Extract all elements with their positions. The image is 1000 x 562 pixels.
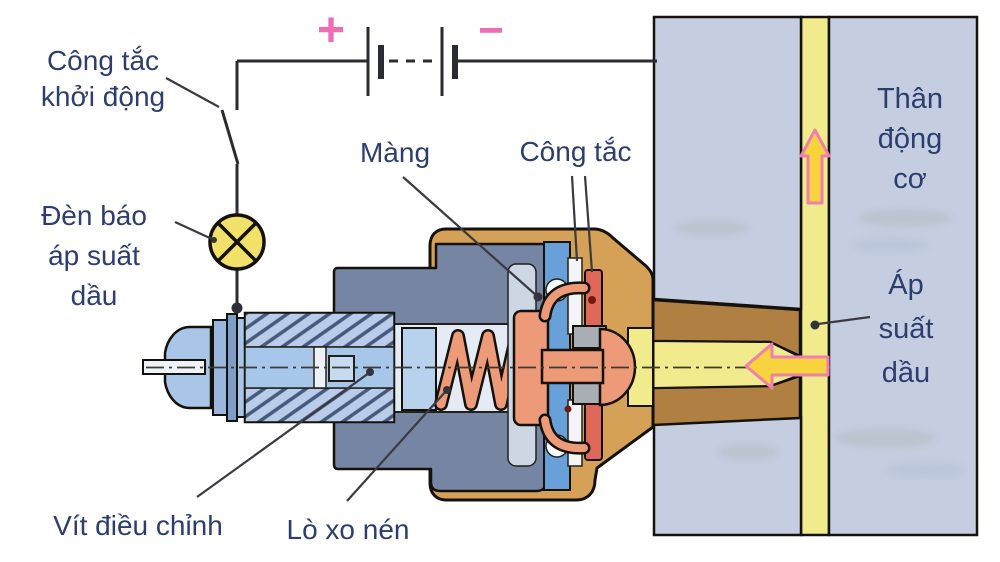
label-compression-spring: Lò xo nén [286, 514, 410, 545]
label-oil-pressure-lamp: Đèn báo áp suất dầu [41, 200, 147, 311]
leader-spring [346, 390, 447, 502]
contact-point-top [588, 296, 596, 304]
engine-block-lower-left [652, 415, 803, 537]
label-start-switch: Công tắc khởi động [40, 45, 166, 112]
start-switch-blade [220, 109, 240, 165]
engine-block-right [827, 15, 979, 537]
contact-rod [540, 348, 605, 385]
compression-spring [434, 329, 523, 411]
leader-switch-1 [570, 175, 579, 262]
battery-positive-label: + [317, 4, 345, 57]
label-engine-body: Thân động cơ [876, 83, 944, 195]
leader-start-switch [165, 77, 220, 108]
wire-junction-dot [231, 302, 243, 314]
spring-seat [401, 327, 437, 411]
label-adjusting-screw: Vít điều chỉnh [53, 510, 223, 541]
thread-hatch-top [244, 312, 395, 348]
oil-pressure-left-arrow [744, 342, 830, 390]
label-oil-pressure: Áp suất dầu [878, 269, 934, 389]
screw-slot [142, 359, 206, 375]
contact-assembly [538, 257, 637, 467]
oil-gallery-vertical [799, 15, 831, 537]
leader-switch-2 [583, 175, 594, 273]
thread-hatch-bottom [244, 387, 395, 423]
leader-diaphragm [402, 176, 538, 297]
warning-lamp-symbol [208, 213, 266, 271]
oil-flow-up-arrow [799, 128, 831, 205]
leader-adjusting-screw [196, 372, 370, 498]
label-diaphragm: Màng [359, 137, 431, 168]
leader-dots [211, 237, 820, 394]
battery-negative-label: − [478, 6, 504, 55]
screw-socket [328, 355, 355, 382]
leader-oil-pressure [817, 315, 871, 326]
leader-lamp [174, 221, 213, 240]
label-switch: Công tắc [519, 136, 632, 167]
page-bleed-through-artifacts [674, 209, 967, 479]
engine-block [652, 15, 979, 537]
insulator-top [567, 257, 583, 335]
circuit [220, 59, 368, 312]
contact-point-bottom [564, 405, 572, 413]
engine-block-upper-left [652, 15, 803, 311]
leader-lines [165, 77, 871, 502]
battery-symbol [366, 27, 458, 96]
